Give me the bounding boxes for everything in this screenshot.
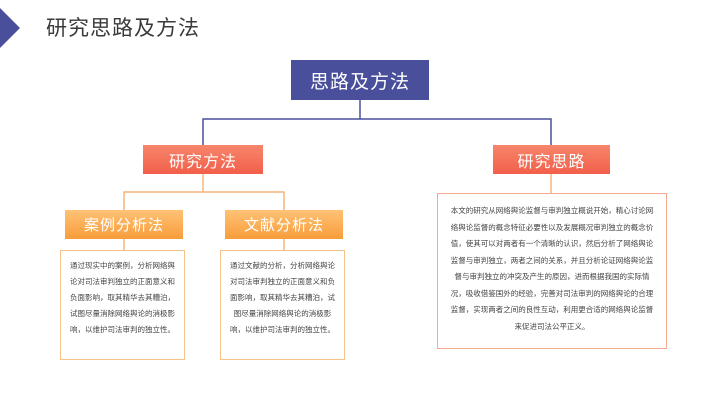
- research-idea-description: 本文的研究从网络舆论监督与审判独立概说开始，精心讨论网络舆论监督的概念特征必要性…: [437, 193, 667, 349]
- literature-analysis-node: 文献分析法: [225, 210, 343, 239]
- case-analysis-description: 通过现实中的案例，分析网络舆论对司法审判独立的正面意义和负面影响，取其精华去其糟…: [60, 250, 185, 360]
- case-analysis-node: 案例分析法: [65, 210, 183, 239]
- connector-method-to-level3: [123, 191, 285, 210]
- literature-analysis-description: 通过文献的分析，分析网络舆论对司法审判独立的正面意义和负面影响，取其精华去其糟泊…: [220, 250, 345, 360]
- research-idea-node: 研究思路: [493, 145, 610, 174]
- root-node: 思路及方法: [291, 60, 429, 100]
- corner-triangle-decoration: [0, 8, 20, 48]
- research-method-node: 研究方法: [143, 145, 263, 174]
- page-title: 研究思路及方法: [46, 16, 200, 40]
- connector-root-to-level2: [202, 118, 552, 145]
